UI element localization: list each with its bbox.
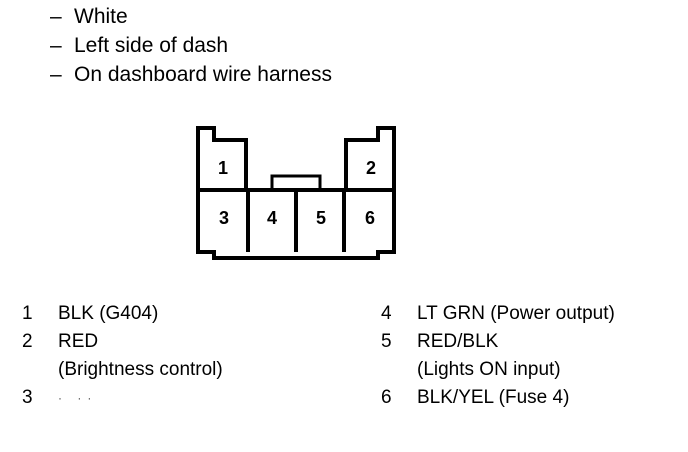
bullet-text: On dashboard wire harness <box>74 63 332 86</box>
pin-label: 5 <box>316 208 326 228</box>
pin-wire: BLK (G404) <box>58 303 159 324</box>
bullet-text: White <box>74 5 128 28</box>
pin-description: RED (Brightness control) <box>58 328 223 384</box>
pin-description: BLK (G404) <box>58 300 158 328</box>
pin-number: 4 <box>381 303 392 324</box>
pinout-row: 1 BLK (G404) <box>22 300 223 328</box>
pinout-row: 2 RED (Brightness control) <box>22 328 223 384</box>
bullet-location: – Left side of dash <box>50 31 332 60</box>
pin-label: 4 <box>267 208 277 228</box>
connector-description: – White – Left side of dash – On dashboa… <box>50 2 332 89</box>
pinout-list-left: 1 BLK (G404) 2 RED (Brightness control) … <box>22 300 223 412</box>
pin-wire-unused: · ·· <box>58 391 98 405</box>
bullet-dash: – <box>50 34 62 57</box>
pinout-row: 6 BLK/YEL (Fuse 4) <box>381 384 615 412</box>
bullet-dash: – <box>50 63 62 86</box>
pin-function: (Brightness control) <box>58 359 223 380</box>
pin-wire: RED/BLK <box>417 331 499 352</box>
lock-tab <box>270 174 322 192</box>
pin-number: 6 <box>381 387 392 408</box>
pin-label: 6 <box>365 208 375 228</box>
pinout-row: 5 RED/BLK (Lights ON input) <box>381 328 615 384</box>
bullet-harness: – On dashboard wire harness <box>50 60 332 89</box>
pin-function: (Lights ON input) <box>417 359 561 380</box>
pin-description: RED/BLK (Lights ON input) <box>417 328 561 384</box>
pin-number: 5 <box>381 331 392 352</box>
connector-outline <box>196 126 396 260</box>
pinout-row: 4 LT GRN (Power output) <box>381 300 615 328</box>
pin-wire: LT GRN (Power output) <box>417 303 615 324</box>
pin-wire: RED <box>58 331 99 352</box>
pin-description: BLK/YEL (Fuse 4) <box>417 384 569 412</box>
pinout-row: 3 · ·· <box>22 384 223 412</box>
pin-wire: BLK/YEL (Fuse 4) <box>417 387 570 408</box>
pin-description: · ·· <box>58 384 97 412</box>
bullet-color: – White <box>50 2 332 31</box>
pin-number: 3 <box>22 387 33 408</box>
pin-label: 1 <box>218 158 228 178</box>
pin-label: 2 <box>366 158 376 178</box>
pin-label: 3 <box>219 208 229 228</box>
pin-description: LT GRN (Power output) <box>417 300 615 328</box>
pin-number: 1 <box>22 303 33 324</box>
pin-number: 2 <box>22 331 33 352</box>
bullet-text: Left side of dash <box>74 34 229 57</box>
pinout-list-right: 4 LT GRN (Power output) 5 RED/BLK (Light… <box>381 300 615 412</box>
bullet-dash: – <box>50 5 62 28</box>
